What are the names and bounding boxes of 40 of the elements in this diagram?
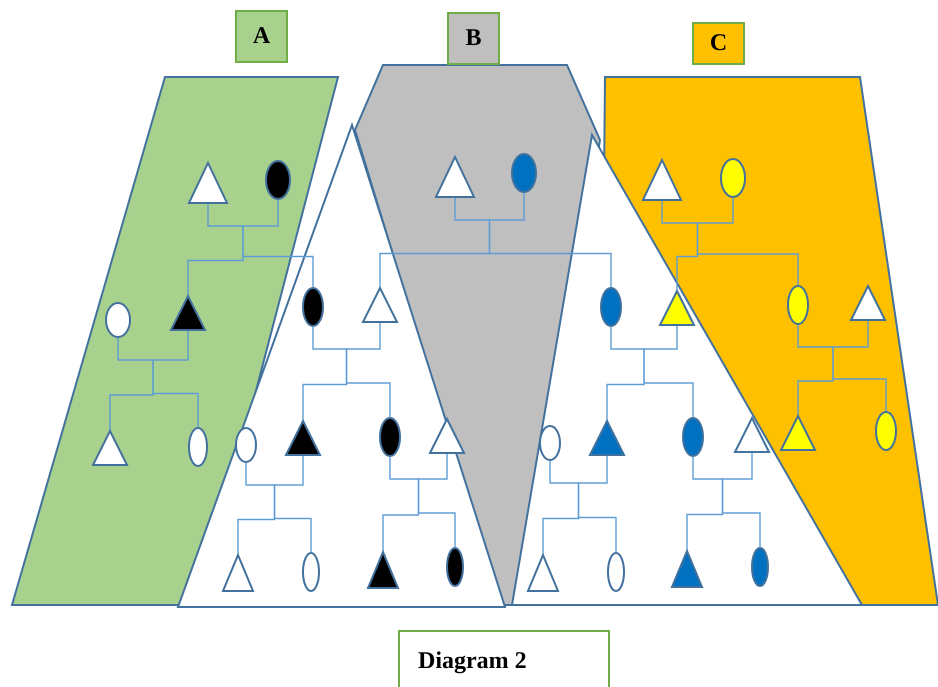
triangle-symbol: [780, 415, 816, 451]
connector-line: [152, 331, 199, 427]
triangle-symbol: [589, 420, 625, 456]
triangle-symbol: [362, 287, 398, 323]
oval-symbol: [265, 160, 291, 200]
connector-line: [832, 321, 887, 411]
triangle-symbol: [170, 295, 206, 331]
triangle-symbol: [188, 162, 228, 204]
group-letter: C: [710, 30, 728, 57]
connector-line: [242, 200, 314, 287]
group-letter: A: [252, 23, 270, 50]
triangle-symbol: [659, 290, 695, 326]
connector-line: [274, 456, 312, 552]
triangle-symbol: [92, 430, 128, 466]
triangle-symbol: [850, 285, 886, 321]
triangle-symbol: [435, 156, 475, 198]
oval-symbol: [720, 158, 746, 198]
connector-line: [722, 453, 761, 547]
triangle-symbol: [642, 159, 682, 201]
triangle-symbol: [222, 554, 254, 592]
triangle-symbol: [367, 551, 399, 589]
label-box: [447, 12, 500, 65]
triangle-symbol: [734, 417, 770, 453]
connector-line: [488, 193, 612, 287]
group-letter: B: [465, 25, 482, 52]
caption-box: [398, 630, 610, 687]
connector-line: [418, 454, 456, 547]
connector-line: [346, 323, 391, 417]
triangle-symbol: [429, 418, 465, 454]
label-box: [692, 22, 745, 65]
oval-symbol: [511, 153, 537, 193]
connector-line: [578, 456, 617, 552]
triangle-symbol: [285, 420, 321, 456]
connector-line: [643, 326, 694, 417]
connector-line: [696, 198, 799, 285]
oval-symbol: [105, 302, 131, 338]
triangle-symbol: [671, 550, 703, 588]
label-box: [235, 10, 288, 63]
triangle-symbol: [527, 554, 559, 592]
figure-caption: Diagram 2: [418, 648, 527, 674]
